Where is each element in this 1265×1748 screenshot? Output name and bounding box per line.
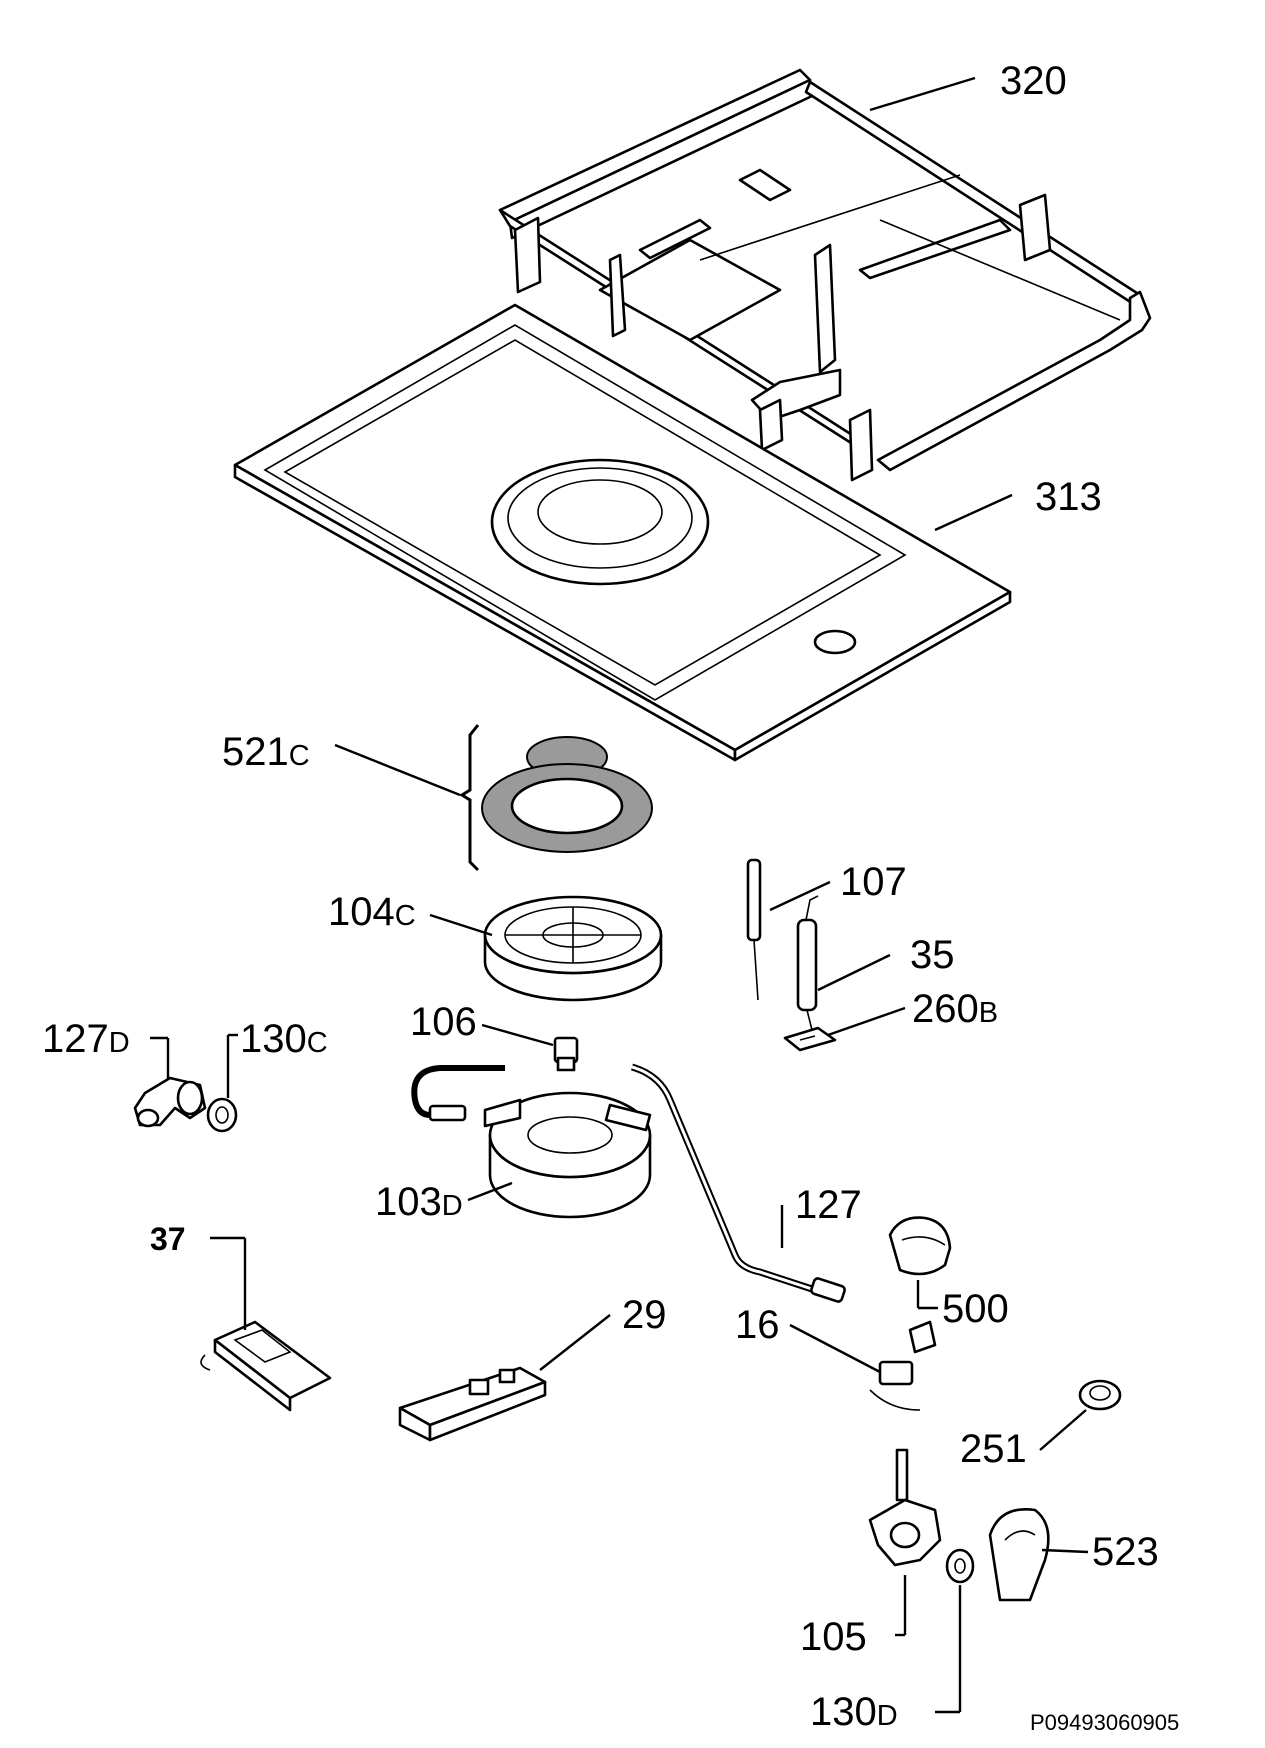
callout-103d: 103D — [375, 1180, 463, 1224]
callout-130d: 130D — [810, 1690, 898, 1734]
leader-313 — [934, 493, 1013, 532]
injector-106 — [553, 1036, 579, 1072]
leader-104c — [429, 913, 493, 937]
callout-130c: 130C — [240, 1017, 328, 1061]
leader-320 — [869, 76, 976, 112]
callout-521c: 521C — [222, 730, 310, 774]
burner-base-103d — [411, 1065, 652, 1219]
gas-pipe-127 — [630, 1063, 846, 1303]
leader-29 — [539, 1314, 611, 1371]
callout-313: 313 — [1035, 475, 1102, 519]
leader-260b — [827, 1006, 906, 1037]
terminal-block-37 — [200, 1320, 332, 1412]
leader-106 — [481, 1023, 554, 1047]
pan-support-320 — [498, 68, 1152, 482]
bracket-523 — [988, 1507, 1050, 1602]
callout-37: 37 — [150, 1221, 186, 1257]
leader-521c — [334, 743, 461, 797]
callout-106: 106 — [410, 1000, 477, 1044]
callout-260b: 260B — [912, 987, 998, 1031]
document-id: P09493060905 — [1030, 1710, 1179, 1735]
thermocouple-107 — [746, 858, 762, 1001]
callout-35: 35 — [910, 933, 955, 977]
burner-head-104c — [483, 895, 663, 1002]
callout-500: 500 — [942, 1287, 1009, 1331]
leader-107 — [769, 880, 831, 912]
ignition-electrode-35 — [796, 895, 819, 1031]
callout-107: 107 — [840, 860, 907, 904]
elbow-127d — [133, 1076, 207, 1128]
burner-cap-and-ring-521c — [459, 724, 653, 872]
callout-127: 127 — [795, 1183, 862, 1227]
ring-251 — [1078, 1379, 1122, 1411]
callout-104c: 104C — [328, 890, 416, 934]
leader-16 — [789, 1323, 881, 1374]
ignition-generator-29 — [398, 1366, 547, 1442]
callout-105: 105 — [800, 1615, 867, 1659]
callout-320: 320 — [1000, 59, 1067, 103]
callout-251: 251 — [960, 1427, 1027, 1471]
callout-127d: 127D — [42, 1017, 130, 1061]
callout-523: 523 — [1092, 1530, 1159, 1574]
leader-523 — [1041, 1548, 1089, 1554]
callout-16: 16 — [735, 1303, 780, 1347]
control-knob-500 — [888, 1216, 952, 1276]
callout-29: 29 — [622, 1293, 667, 1337]
hob-plate-313 — [233, 303, 1012, 762]
washer-130c — [206, 1097, 238, 1133]
microswitch-16 — [869, 1320, 937, 1411]
washer-130d — [945, 1548, 975, 1584]
clip-260b — [783, 1026, 837, 1052]
leader-103d — [467, 1181, 513, 1202]
leader-251 — [1039, 1409, 1087, 1451]
gas-tap-105 — [868, 1448, 942, 1567]
leader-35 — [817, 953, 891, 992]
